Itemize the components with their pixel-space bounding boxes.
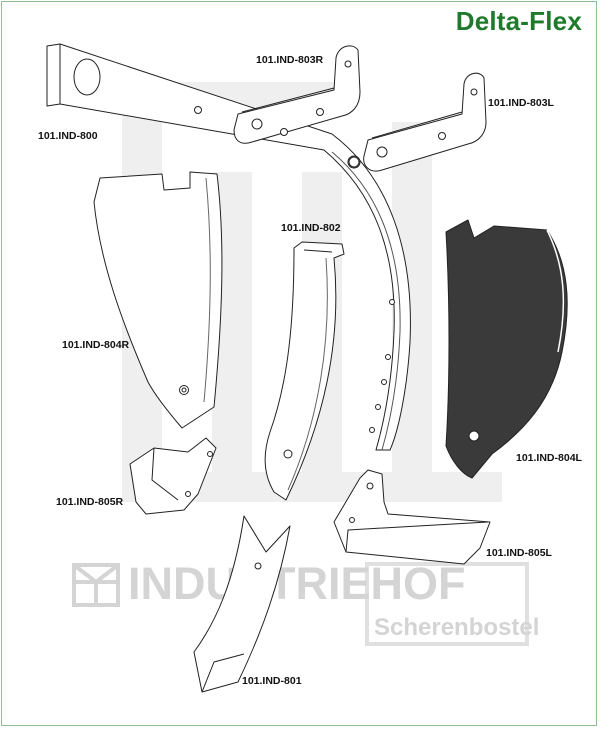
part-share-805L <box>333 469 491 565</box>
part-label-802: 101.IND-802 <box>281 222 341 234</box>
part-shank-800 <box>46 43 411 451</box>
part-share-805R <box>129 437 217 515</box>
brand-title: Delta-Flex <box>455 6 582 36</box>
part-label-804L: 101.IND-804L <box>516 452 582 464</box>
part-bracket-803L <box>348 72 487 172</box>
watermark-company-name: INDUSTRIEHOF <box>128 558 466 609</box>
part-label-803R: 101.IND-803R <box>256 54 324 66</box>
part-label-801: 101.IND-801 <box>242 675 302 687</box>
part-blade-804L <box>445 219 568 479</box>
part-tine-802 <box>264 241 345 501</box>
part-label-804R: 101.IND-804R <box>62 339 130 351</box>
part-tine-801 <box>193 515 291 693</box>
part-bracket-803R <box>233 45 361 144</box>
part-label-800: 101.IND-800 <box>38 130 98 142</box>
part-label-803L: 101.IND-803L <box>488 97 554 109</box>
part-label-805R: 101.IND-805R <box>56 496 124 508</box>
part-label-805L: 101.IND-805L <box>486 547 552 559</box>
watermark-location: Scherenbostel <box>374 614 540 641</box>
part-blade-804R <box>93 171 223 429</box>
watermark-logo-icon <box>72 563 120 607</box>
